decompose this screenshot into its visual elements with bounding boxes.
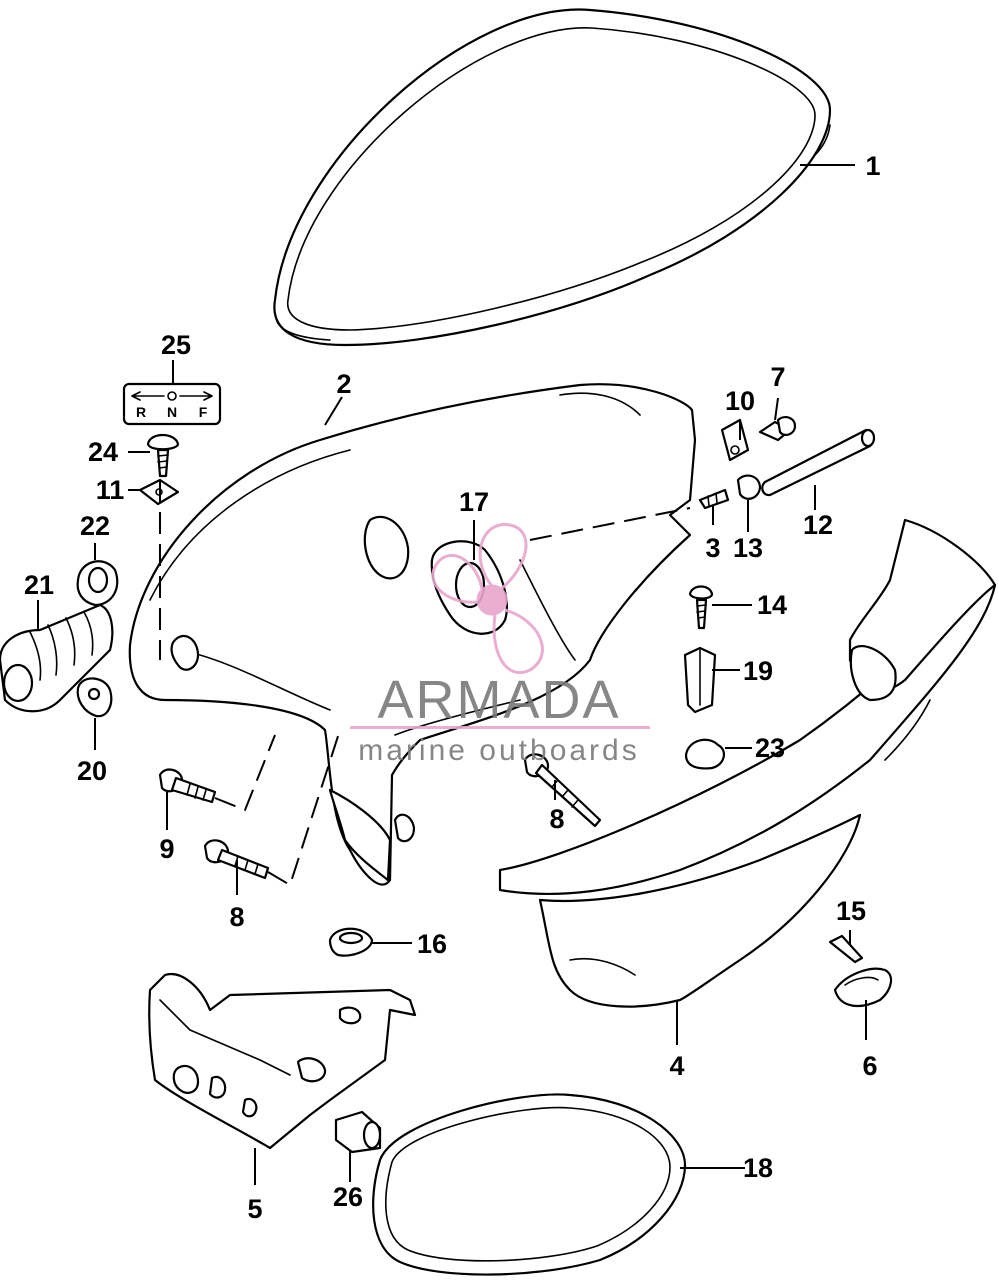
part-1-top-seal bbox=[273, 8, 832, 347]
part-21-boot bbox=[0, 603, 114, 713]
propeller-logo-icon bbox=[431, 523, 544, 674]
part-25-decal: R N F bbox=[122, 382, 222, 426]
leader-lines bbox=[37, 164, 867, 1185]
callout-25: 25 bbox=[161, 330, 191, 360]
decal-right-letter: F bbox=[199, 404, 208, 420]
part-8-bolt-left bbox=[203, 839, 270, 880]
part-3-pin bbox=[698, 488, 730, 510]
part-6-plug bbox=[833, 967, 893, 1008]
callout-15: 15 bbox=[836, 896, 866, 926]
callout-12: 12 bbox=[803, 510, 833, 540]
part-5-bracket bbox=[148, 972, 417, 1150]
part-26-grommet bbox=[334, 1110, 382, 1154]
part-23-grommet bbox=[684, 738, 726, 770]
callout-10: 10 bbox=[725, 386, 755, 416]
part-19-clamp bbox=[683, 646, 717, 714]
decal-left-letter: R bbox=[136, 404, 146, 420]
callout-20: 20 bbox=[77, 756, 107, 786]
callout-19: 19 bbox=[743, 656, 773, 686]
decal-center-letter: N bbox=[167, 404, 177, 420]
part-12-rod bbox=[761, 428, 876, 497]
callout-22: 22 bbox=[80, 511, 110, 541]
part-15-screw bbox=[828, 934, 864, 964]
part-22-grommet bbox=[76, 560, 119, 607]
part-14-screw bbox=[688, 585, 714, 630]
callout-6: 6 bbox=[862, 1051, 877, 1081]
part-16-grommet bbox=[328, 927, 374, 957]
callout-17: 17 bbox=[459, 487, 489, 517]
part-7-bolt bbox=[758, 416, 797, 442]
callout-23: 23 bbox=[755, 733, 785, 763]
part-24-screw bbox=[146, 433, 180, 478]
part-20-pad bbox=[76, 677, 113, 718]
part-13-clip bbox=[736, 474, 762, 500]
callout-3: 3 bbox=[705, 533, 720, 563]
part-10-clip bbox=[720, 418, 750, 462]
callout-24: 24 bbox=[88, 437, 118, 467]
callout-21: 21 bbox=[24, 570, 54, 600]
callout-8-left: 8 bbox=[229, 902, 244, 932]
callout-14: 14 bbox=[757, 590, 787, 620]
callout-26: 26 bbox=[333, 1182, 363, 1212]
guide-lines bbox=[159, 480, 691, 887]
callout-11: 11 bbox=[96, 475, 125, 505]
part-18-bottom-seal bbox=[372, 1093, 687, 1276]
callout-18: 18 bbox=[743, 1153, 773, 1183]
callout-5: 5 bbox=[247, 1194, 262, 1224]
callout-7: 7 bbox=[770, 362, 785, 392]
callout-2: 2 bbox=[336, 369, 351, 399]
callout-9: 9 bbox=[159, 834, 174, 864]
callout-16: 16 bbox=[417, 929, 447, 959]
part-9-bolt bbox=[158, 768, 217, 804]
watermark-brand: ARMADA bbox=[377, 670, 620, 730]
callout-8-right: 8 bbox=[549, 804, 564, 834]
armada-watermark: ARMADA marine outboards bbox=[350, 523, 650, 767]
callout-13: 13 bbox=[733, 533, 763, 563]
part-2-upper-cowling bbox=[128, 383, 697, 886]
part-4-lower-cowling bbox=[498, 518, 997, 1008]
callout-labels: 1 2 3 4 5 6 7 8 8 9 10 11 12 13 14 15 16… bbox=[24, 151, 881, 1224]
callout-4: 4 bbox=[669, 1051, 684, 1081]
watermark-underline bbox=[350, 726, 650, 729]
watermark-tagline: marine outboards bbox=[358, 734, 639, 767]
callout-1: 1 bbox=[865, 151, 880, 181]
